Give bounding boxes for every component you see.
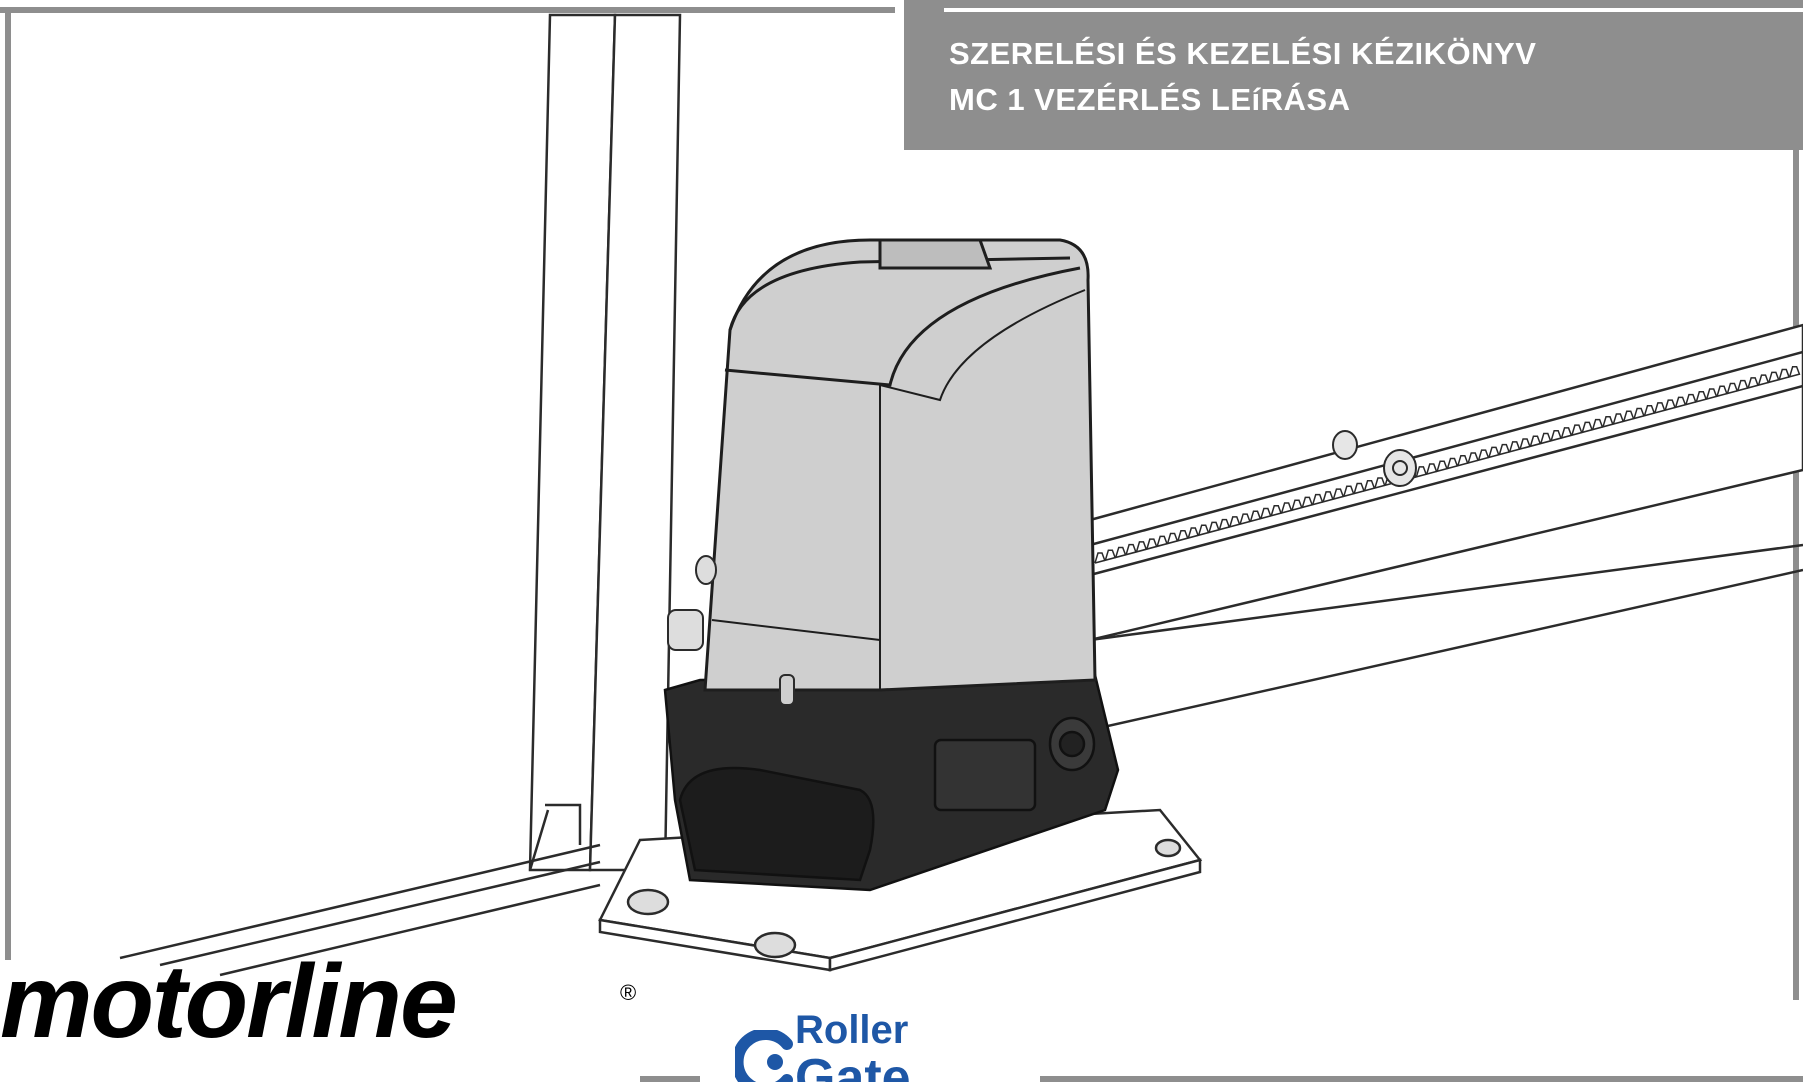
rack-tooth — [1757, 374, 1770, 386]
rack-tooth — [1488, 446, 1500, 458]
rack-tooth — [1270, 505, 1282, 516]
rollergate-word-gate: Gate — [795, 1049, 911, 1082]
rack-tooth — [1716, 385, 1728, 397]
rack-tooth — [1737, 379, 1749, 391]
rack-tooth — [1519, 438, 1531, 450]
rack-tooth — [1166, 532, 1179, 544]
rack-tooth — [1498, 443, 1511, 455]
rack-tooth — [1187, 527, 1200, 539]
gear-rack-teeth — [1094, 366, 1801, 564]
rack-tooth — [1747, 377, 1759, 389]
rack-tooth — [1415, 466, 1428, 478]
title-band: SZERELÉSI ÉS KEZELÉSI KÉZIKÖNYV MC 1 VEZ… — [904, 0, 1803, 150]
rack-tooth — [1788, 366, 1801, 377]
gate-post — [528, 13, 682, 872]
rack-tooth — [1446, 457, 1459, 469]
page-frame — [0, 7, 1799, 1000]
rack-tooth — [1654, 402, 1666, 414]
rack-tooth — [1664, 399, 1676, 411]
rack-tooth — [1197, 524, 1210, 536]
rack-tooth — [1571, 424, 1583, 436]
rack-tooth — [1529, 435, 1542, 447]
rack-tooth — [1685, 393, 1697, 405]
rack-tooth — [1591, 418, 1604, 430]
rack-tooth — [1229, 516, 1241, 528]
rack-tooth — [1301, 496, 1314, 508]
rack-tooth — [1125, 543, 1137, 555]
rack-tooth — [1218, 518, 1231, 530]
rack-tooth — [1208, 521, 1220, 533]
rack-tooth — [1343, 485, 1355, 497]
rack-tooth — [1695, 391, 1708, 403]
rack-tooth — [1094, 552, 1106, 564]
footer-rule-right — [1040, 1076, 1803, 1082]
footer-rule-left — [640, 1076, 700, 1082]
title-band-rule — [944, 8, 1803, 12]
rack-tooth — [1457, 454, 1469, 466]
ground-rail — [119, 843, 601, 977]
rack-tooth — [1467, 452, 1479, 464]
rack-tooth — [1477, 449, 1490, 461]
motor-side-bolts — [667, 555, 795, 706]
rack-tooth — [1705, 388, 1718, 400]
rack-tooth — [1602, 416, 1614, 428]
rack-tooth — [1581, 421, 1593, 433]
motor-base — [663, 673, 1120, 892]
rack-bolts — [1332, 430, 1417, 487]
rack-tooth — [1778, 368, 1790, 380]
rack-tooth — [1322, 491, 1334, 503]
rack-tooth — [1726, 382, 1739, 394]
rack-tooth — [1239, 513, 1251, 525]
rack-tooth — [1363, 479, 1376, 491]
rack-tooth — [1249, 510, 1262, 522]
rack-tooth — [1436, 460, 1448, 472]
rack-tooth — [1332, 488, 1345, 500]
rack-tooth — [1508, 441, 1521, 453]
rack-tooth — [1560, 427, 1573, 439]
rack-tooth — [1768, 371, 1780, 383]
rack-tooth — [1353, 482, 1365, 494]
rollergate-c-icon — [735, 1030, 793, 1082]
rack-tooth — [1260, 507, 1272, 519]
rack-tooth — [1643, 404, 1656, 416]
rack-tooth — [1312, 493, 1324, 505]
rack-tooth — [1540, 432, 1552, 444]
rack-tooth — [1156, 535, 1168, 547]
rack-tooth — [1291, 499, 1303, 511]
rack-tooth — [1177, 530, 1189, 541]
rollergate-logo: Roller Gate — [735, 1002, 965, 1082]
registered-mark: ® — [620, 980, 637, 1005]
motorline-logo: motorline — [0, 944, 458, 1060]
rack-tooth — [1674, 396, 1687, 408]
document-subtitle: MC 1 VEZÉRLÉS LEíRÁSA — [949, 82, 1351, 117]
rack-tooth — [1550, 429, 1562, 441]
rack-tooth — [1104, 549, 1117, 561]
rack-tooth — [1426, 463, 1438, 475]
motor-cover — [703, 238, 1097, 692]
rack-tooth — [1115, 546, 1127, 558]
rack-tooth — [1146, 538, 1158, 550]
document-title: SZERELÉSI ÉS KEZELÉSI KÉZIKÖNYV — [949, 36, 1537, 71]
rollergate-word-roller: Roller — [795, 1008, 909, 1052]
rack-tooth — [1612, 413, 1625, 425]
rack-tooth — [1633, 407, 1645, 419]
rack-tooth — [1623, 410, 1635, 422]
rack-tooth — [1374, 477, 1386, 489]
rack-tooth — [1280, 502, 1293, 514]
rack-tooth — [1135, 541, 1148, 553]
gate-bar — [1088, 323, 1803, 732]
